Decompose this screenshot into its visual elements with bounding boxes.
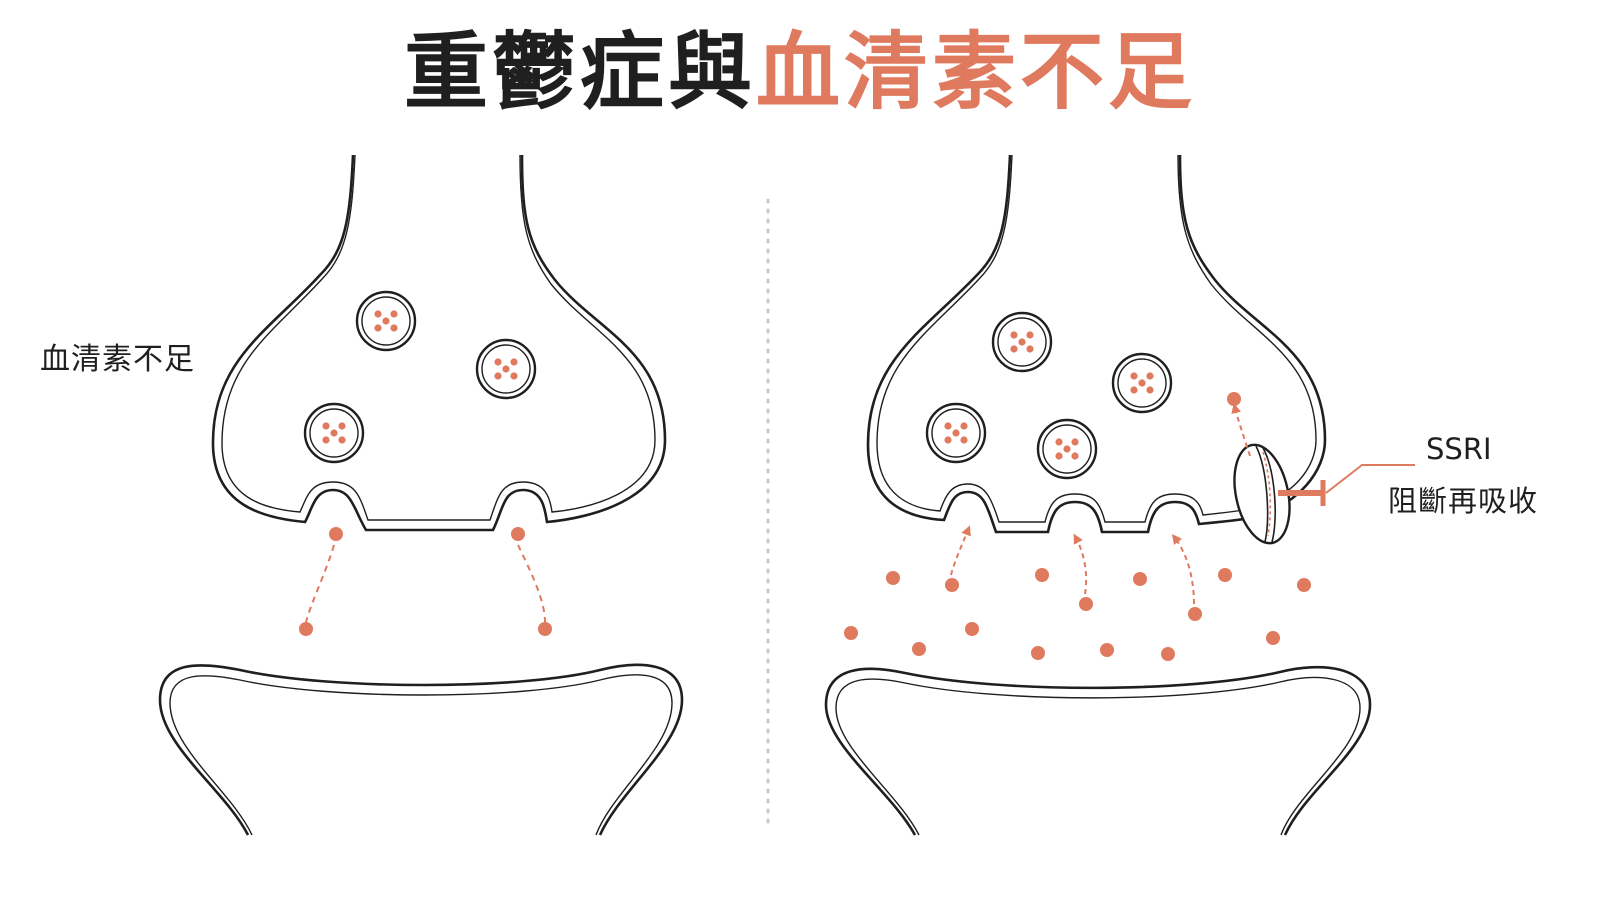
right-release-arrows <box>950 525 1195 605</box>
title-highlight: 血清素不足 <box>756 23 1197 121</box>
reuptake-transporter <box>1233 443 1291 545</box>
left-vesicle <box>355 290 417 352</box>
right-postsynaptic-terminal <box>824 665 1372 836</box>
right-vesicle <box>1036 418 1098 480</box>
ssri-action-label: 阻斷再吸收 <box>1388 484 1539 518</box>
page-title: 重鬱症與血清素不足 <box>0 22 1600 122</box>
right-vesicle <box>991 311 1053 373</box>
left-postsynaptic-terminal <box>158 663 684 836</box>
left-condition-label: 血清素不足 <box>40 342 195 377</box>
right-serotonin-cloud <box>844 568 1311 661</box>
right-vesicle <box>1111 352 1173 414</box>
right-vesicle <box>925 402 987 464</box>
left-presynaptic-terminal <box>211 154 667 532</box>
title-main: 重鬱症與 <box>403 23 756 121</box>
left-vesicle <box>475 338 537 400</box>
ssri-blocker <box>1278 464 1415 506</box>
ssri-label: SSRI <box>1426 432 1492 466</box>
left-serotonin-release <box>299 527 552 636</box>
left-vesicle <box>303 402 365 464</box>
reuptake-serotonin <box>1227 392 1241 406</box>
right-presynaptic-terminal <box>866 154 1327 534</box>
reuptake-arrow <box>1231 403 1251 457</box>
